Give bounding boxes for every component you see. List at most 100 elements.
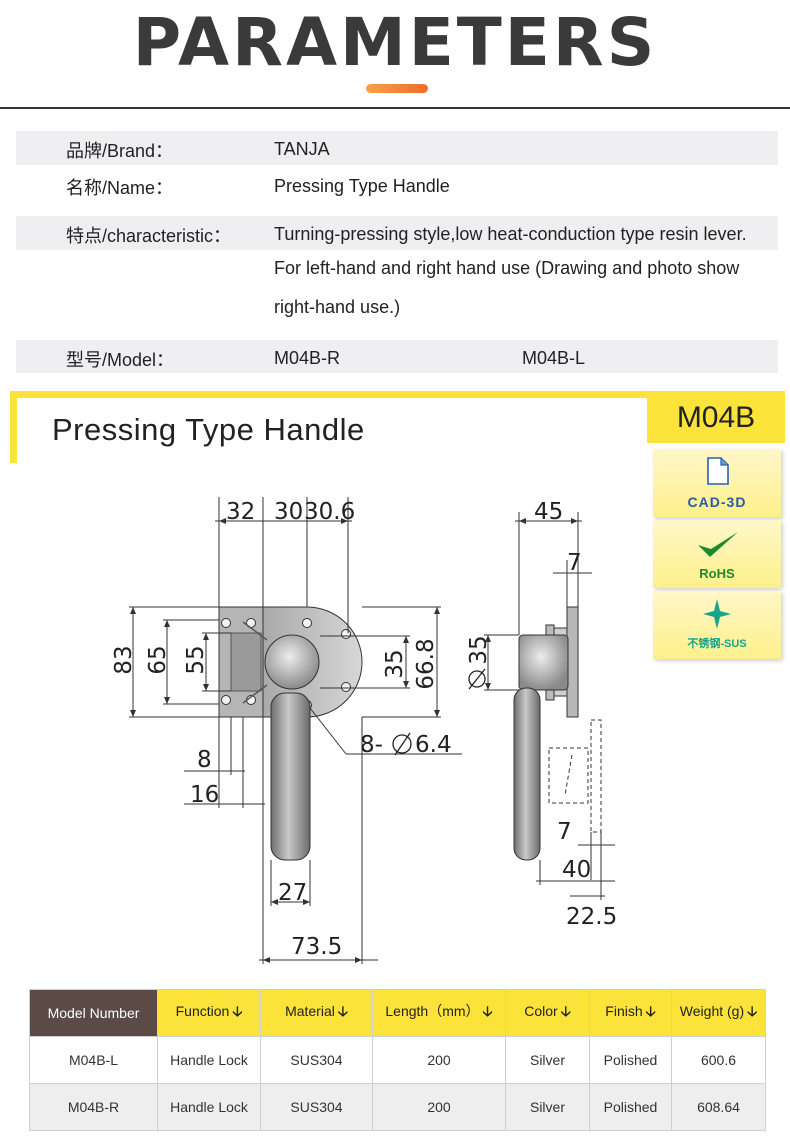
param-label: 名称/Name： xyxy=(66,178,174,198)
section-frame-left xyxy=(10,391,17,463)
cert-rohs[interactable]: RoHS xyxy=(653,520,781,588)
model-badge: M04B xyxy=(647,391,785,443)
param-row-characteristic-cont: For left-hand and right hand use (Drawin… xyxy=(16,250,778,289)
front-view xyxy=(218,606,363,861)
param-row-model: 型号/Model： M04B-R M04B-L xyxy=(16,340,778,373)
col-weight[interactable]: Weight (g)🡣 xyxy=(671,989,766,1037)
spec-table: Model Number Function🡣 Material🡣 Length（… xyxy=(29,989,766,1131)
side-hub xyxy=(518,634,569,691)
table-cell: SUS304 xyxy=(260,1036,373,1084)
document-icon xyxy=(707,457,729,485)
param-value: M04B-L xyxy=(522,348,586,368)
table-cell: Silver xyxy=(505,1036,590,1084)
parameters-list: 品牌/Brand： TANJA 名称/Name： Pressing Type H… xyxy=(16,131,778,373)
param-label: 品牌/Brand： xyxy=(66,141,174,161)
col-color[interactable]: Color🡣 xyxy=(505,989,590,1037)
cert-label: RoHS xyxy=(699,566,735,581)
col-label: Weight (g) xyxy=(679,1003,745,1019)
dim-65: 65 xyxy=(145,645,171,674)
sort-arrow-icon: 🡣 xyxy=(232,1003,243,1019)
sparkle-icon xyxy=(703,599,731,629)
checkmark-icon xyxy=(698,532,738,557)
page-title: PARAMETERS xyxy=(132,4,658,81)
param-value: For left-hand and right hand use (Drawin… xyxy=(274,258,740,278)
table-cell: 200 xyxy=(372,1036,506,1084)
dim-7-top: 7 xyxy=(567,550,582,576)
table-cell: Handle Lock xyxy=(157,1083,261,1131)
section-frame-top xyxy=(10,391,785,398)
dim-22-5: 22.5 xyxy=(566,904,617,930)
table-cell: Handle Lock xyxy=(157,1036,261,1084)
param-row-characteristic: 特点/characteristic： Turning-pressing styl… xyxy=(16,216,778,250)
lever-front xyxy=(270,692,311,861)
dim-7-bottom: 7 xyxy=(557,819,572,845)
cert-label: 不锈钢-SUS xyxy=(687,638,747,650)
table-cell: Polished xyxy=(589,1036,672,1084)
param-label: 特点/characteristic： xyxy=(66,226,232,246)
table-cell: SUS304 xyxy=(260,1083,373,1131)
dim-45: 45 xyxy=(534,499,563,525)
param-value: TANJA xyxy=(274,139,330,159)
param-value: M04B-R xyxy=(274,348,341,368)
table-cell: 608.64 xyxy=(671,1083,766,1131)
diameter-icon xyxy=(468,668,486,690)
param-value: Pressing Type Handle xyxy=(274,176,450,196)
dim-73-5: 73.5 xyxy=(291,934,342,960)
table-cell: M04B-R xyxy=(29,1083,158,1131)
table-row: M04B-L Handle Lock SUS304 200 Silver Pol… xyxy=(29,1036,766,1084)
dim-83: 83 xyxy=(111,645,137,674)
dim-55: 55 xyxy=(183,645,209,674)
dim-8: 8 xyxy=(197,747,212,773)
dim-40: 40 xyxy=(562,857,591,883)
col-label: Function xyxy=(175,1003,230,1019)
dim-30-6: 30.6 xyxy=(304,499,355,525)
technical-drawing: 32 30 30.6 83 65 55 35 66.8 8- 6.4 8 16 … xyxy=(111,497,617,964)
door-panel xyxy=(590,719,602,833)
side-plate xyxy=(566,606,579,718)
param-value: Turning-pressing style,low heat-conducti… xyxy=(274,224,747,244)
title-accent-bar xyxy=(366,84,428,93)
dim-16: 16 xyxy=(190,782,219,808)
col-finish[interactable]: Finish🡣 xyxy=(589,989,672,1037)
param-value: right-hand use.) xyxy=(274,297,401,317)
dim-66-8: 66.8 xyxy=(413,638,439,689)
param-row-brand: 品牌/Brand： TANJA xyxy=(16,131,778,165)
col-model-number: Model Number xyxy=(29,989,158,1037)
dim-35-diameter: 35 xyxy=(466,635,492,664)
sort-arrow-icon: 🡣 xyxy=(747,1003,758,1019)
dim-35: 35 xyxy=(382,649,408,678)
hub-front xyxy=(264,634,320,690)
col-label: Material xyxy=(285,1003,335,1019)
col-length[interactable]: Length（mm）🡣 xyxy=(372,989,506,1037)
section-title: Pressing Type Handle xyxy=(52,412,365,447)
table-cell: 600.6 xyxy=(671,1036,766,1084)
dimension-labels: 32 30 30.6 83 65 55 35 66.8 8- 6.4 8 16 … xyxy=(111,499,617,960)
cert-label: CAD-3D xyxy=(687,494,747,510)
col-label: Finish xyxy=(605,1003,643,1019)
cert-sus[interactable]: 不锈钢-SUS xyxy=(653,591,781,659)
cert-cad-3d[interactable]: CAD-3D xyxy=(653,449,781,517)
table-cell: M04B-L xyxy=(29,1036,158,1084)
col-material[interactable]: Material🡣 xyxy=(260,989,373,1037)
table-cell: Polished xyxy=(589,1083,672,1131)
sort-arrow-icon: 🡣 xyxy=(482,1003,493,1019)
spec-header-row: Model Number Function🡣 Material🡣 Length（… xyxy=(29,989,766,1037)
col-function[interactable]: Function🡣 xyxy=(157,989,261,1037)
table-row: M04B-R Handle Lock SUS304 200 Silver Pol… xyxy=(29,1083,766,1131)
sort-arrow-icon: 🡣 xyxy=(560,1003,571,1019)
dimension-arrows xyxy=(130,518,578,963)
param-label: 型号/Model： xyxy=(66,350,175,370)
sort-arrow-icon: 🡣 xyxy=(337,1003,348,1019)
diameter-icon xyxy=(392,732,412,756)
dim-32: 32 xyxy=(226,499,255,525)
dim-hole-diameter: 6.4 xyxy=(415,732,452,758)
col-label: Length（mm） xyxy=(385,1003,480,1019)
table-cell: Silver xyxy=(505,1083,590,1131)
sort-arrow-icon: 🡣 xyxy=(645,1003,656,1019)
dim-27: 27 xyxy=(278,880,307,906)
dimension-lines xyxy=(129,497,615,964)
dim-30: 30 xyxy=(274,499,303,525)
dim-holes: 8- xyxy=(360,732,383,758)
col-label: Color xyxy=(524,1003,558,1019)
header-divider xyxy=(0,107,790,109)
